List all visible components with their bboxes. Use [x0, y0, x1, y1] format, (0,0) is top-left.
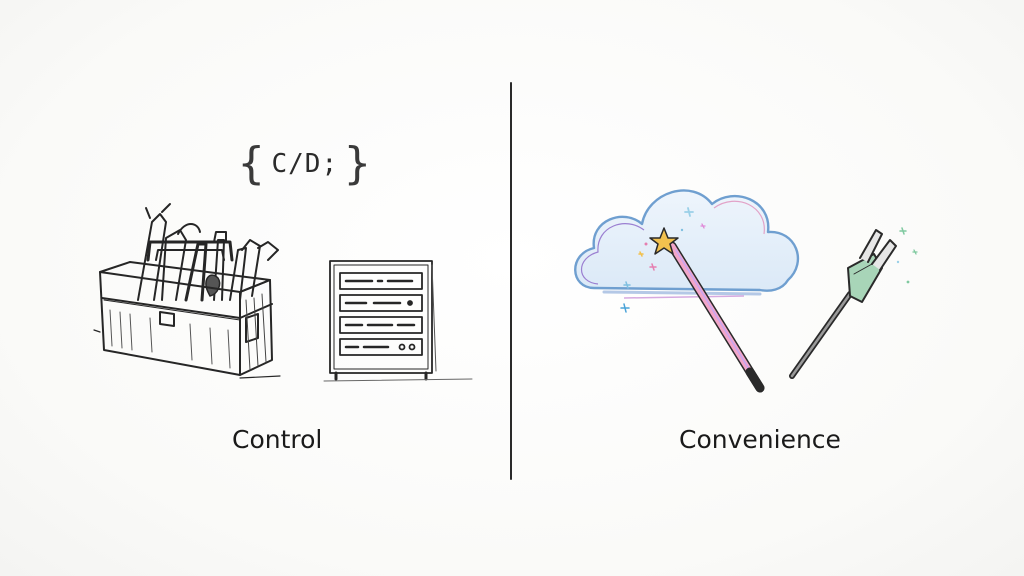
- toolbox-icon: [93, 203, 281, 379]
- open-brace: {: [238, 138, 266, 189]
- server-rack-icon: [323, 260, 473, 382]
- code-text: C/D;: [271, 149, 339, 179]
- power-plug-icon: [789, 227, 918, 379]
- panel-divider: [510, 82, 512, 480]
- control-panel: {C/D;}: [93, 138, 473, 454]
- code-snippet: {C/D;}: [238, 138, 372, 189]
- magic-wand-icon: [620, 207, 765, 393]
- close-brace: }: [344, 138, 372, 189]
- cloud-icon: [574, 189, 799, 299]
- convenience-caption: Convenience: [679, 425, 841, 454]
- convenience-panel: Convenience: [512, 0, 1024, 576]
- control-caption: Control: [232, 425, 323, 454]
